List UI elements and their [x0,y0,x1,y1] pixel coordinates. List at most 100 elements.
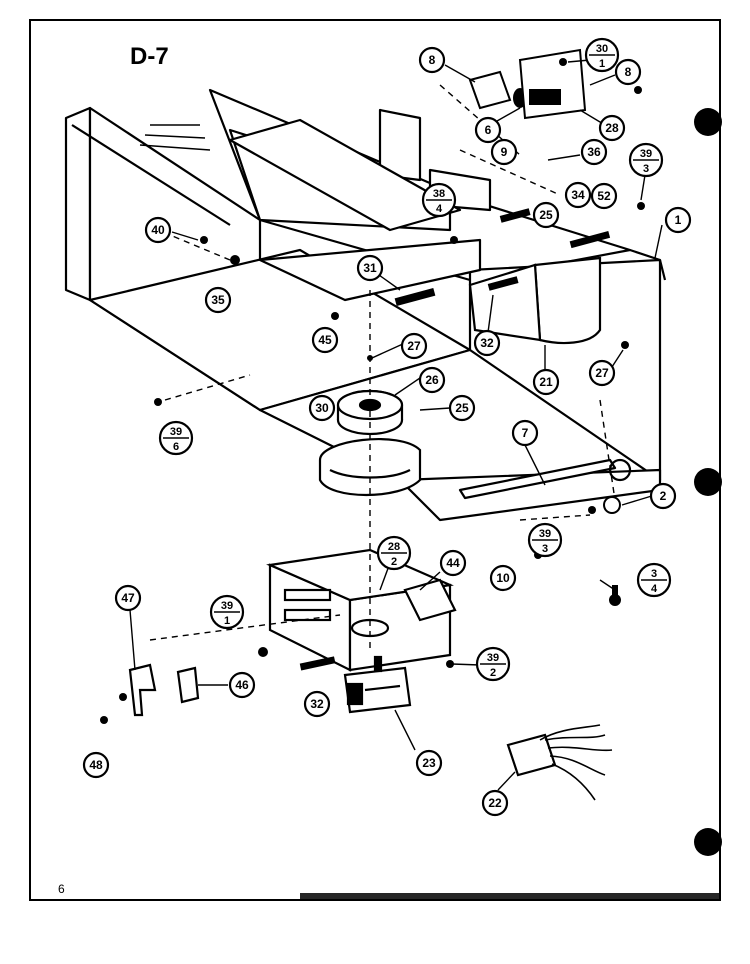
callout-number: 45 [318,333,332,347]
callout-46: 46 [228,671,256,699]
blower-motor [343,655,412,714]
callout-39-3b: 393 [527,522,563,558]
callout-circle [590,182,618,210]
callout-circle [532,201,560,229]
callout-number: 39 [539,528,551,540]
callout-number: 28 [605,121,619,135]
callout-27b: 27 [588,359,616,387]
callout-number: 6 [485,123,492,137]
callout-circle [308,394,336,422]
callout-39-3a: 393 [628,142,664,178]
callout-number: 44 [446,556,460,570]
callout-number: 32 [480,336,494,350]
callout-52: 52 [590,182,618,210]
callout-number: 3 [651,568,657,580]
callout-9: 9 [490,138,518,166]
callout-38-4: 384 [421,182,457,218]
callout-quantity: 1 [599,58,605,70]
callout-39-6: 396 [158,420,194,456]
callout-34: 34 [564,181,592,209]
callout-quantity: 6 [173,441,179,453]
callout-number: 25 [539,208,553,222]
callout-21: 21 [532,368,560,396]
callout-circle [228,671,256,699]
callout-number: 23 [422,756,436,770]
callout-circle [474,116,502,144]
callout-quantity: 2 [391,556,397,568]
callout-circle [614,58,642,86]
callout-circle [588,359,616,387]
callout-circle [511,419,539,447]
callout-circle [489,564,517,592]
fasteners [100,58,645,724]
callout-number: 39 [170,426,182,438]
binder-hole-middle [694,468,722,496]
air-guide-duct [468,256,602,345]
callout-circle [144,216,172,244]
callout-circle [564,181,592,209]
cabinet-assembly [64,88,667,522]
callout-31: 31 [356,254,384,282]
callout-2: 2 [649,482,677,510]
motor-bracket [266,548,457,672]
callout-3-4: 34 [636,562,672,598]
callout-number: 21 [539,375,553,389]
connector-strips [299,208,611,671]
callout-7: 7 [511,419,539,447]
callout-quantity: 3 [542,543,548,555]
callout-circle [664,206,692,234]
callout-number: 25 [455,401,469,415]
callout-32a: 32 [473,329,501,357]
callout-number: 8 [429,53,436,67]
callout-22: 22 [481,789,509,817]
callout-number: 10 [496,571,510,585]
callout-number: 40 [151,223,165,237]
diagram-title: D-7 [130,43,169,70]
callout-circle [303,690,331,718]
callout-number: 8 [625,65,632,79]
callout-25: 25 [532,201,560,229]
callout-number: 47 [121,591,135,605]
callout-circle [114,584,142,612]
callout-28-2: 282 [376,535,412,571]
callout-number: 7 [522,426,529,440]
callout-47: 47 [114,584,142,612]
binder-hole-top [694,108,722,136]
callout-28: 28 [598,114,626,142]
callout-number: 36 [587,145,601,159]
callout-number: 38 [433,188,445,200]
callout-quantity: 2 [490,667,496,679]
callout-circle [418,366,446,394]
callout-number: 27 [595,366,609,380]
callout-number: 35 [211,293,225,307]
callout-circle [448,394,476,422]
callout-number: 39 [640,148,652,160]
callout-45: 45 [311,326,339,354]
callout-number: 48 [89,758,103,772]
callout-number: 52 [597,189,611,203]
callout-39-2: 392 [475,646,511,682]
callout-circle [580,138,608,166]
callout-circle [598,114,626,142]
callout-number: 9 [501,145,508,159]
callout-30b: 30 [308,394,336,422]
callout-number: 34 [571,188,585,202]
callout-circle [418,46,446,74]
callout-quantity: 4 [651,583,658,595]
callout-25b: 25 [448,394,476,422]
callout-48: 48 [82,751,110,779]
callout-39-1: 391 [209,594,245,630]
callout-number: 30 [596,43,608,55]
callout-number: 46 [235,678,249,692]
callout-number: 1 [675,213,682,227]
callout-quantity: 3 [643,163,649,175]
callout-number: 28 [388,541,400,553]
callout-1: 1 [664,206,692,234]
callout-number: 22 [488,796,502,810]
callout-quantity: 4 [436,203,443,215]
callout-35: 35 [204,286,232,314]
callout-circle [204,286,232,314]
callout-circle [649,482,677,510]
